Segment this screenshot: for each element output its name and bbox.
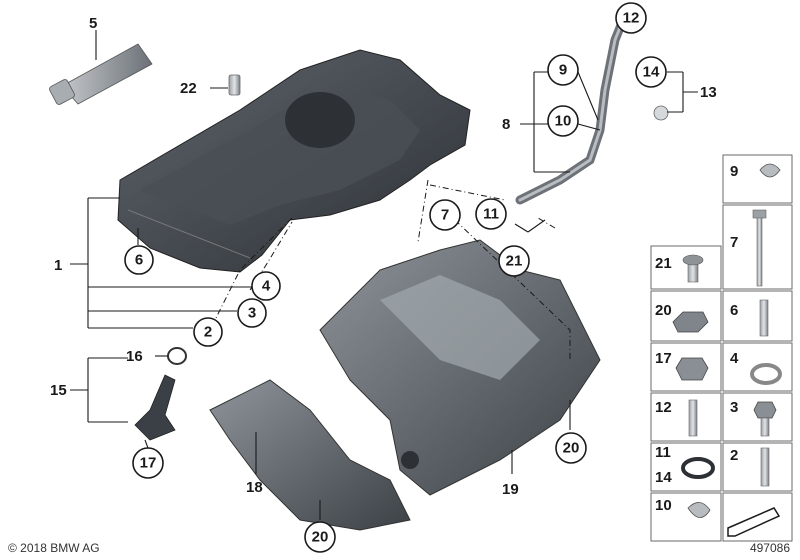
copyright-text: © 2018 BMW AG <box>8 541 100 555</box>
legend-7: 7 <box>730 234 738 251</box>
callout-16: 16 <box>126 348 143 365</box>
clip-icon <box>759 163 781 178</box>
legend-2: 2 <box>730 447 738 464</box>
callout-7: 7 <box>441 207 449 224</box>
legend-12: 12 <box>655 399 672 416</box>
circled-callouts: 6 4 3 2 12 9 10 14 7 11 21 17 20 20 <box>124 2 667 553</box>
callout-20-lower: 20 <box>312 529 329 546</box>
callout-13: 13 <box>700 84 717 101</box>
bolt-12-icon <box>688 399 698 437</box>
arrow-icon <box>727 507 781 537</box>
sealant-tube-illustration <box>49 43 153 105</box>
lower-shield-illustration <box>209 379 411 531</box>
callout-21: 21 <box>506 253 523 270</box>
diagram-number: 497086 <box>750 541 790 555</box>
callout-5: 5 <box>89 15 97 32</box>
callout-22: 22 <box>180 80 197 97</box>
callout-15: 15 <box>50 382 67 399</box>
oil-sump-illustration <box>117 49 471 273</box>
callout-12: 12 <box>623 10 640 27</box>
legend-9: 9 <box>730 163 738 180</box>
callout-20-shield: 20 <box>563 440 580 457</box>
nut-20-icon <box>672 311 709 333</box>
callout-18: 18 <box>246 479 263 496</box>
engine-shield-illustration <box>319 239 601 496</box>
callout-2: 2 <box>204 324 212 341</box>
plain-labels: 5 22 1 8 13 16 15 18 19 <box>50 15 717 498</box>
legend-4: 4 <box>730 350 739 367</box>
legend-17: 17 <box>655 350 672 367</box>
plug-3-icon <box>753 401 777 419</box>
callout-1: 1 <box>54 257 62 274</box>
legend-21: 21 <box>655 255 672 272</box>
callout-6: 6 <box>135 252 143 269</box>
dowel-sleeve-illustration <box>228 74 241 96</box>
legend-20: 20 <box>655 302 672 319</box>
callout-10: 10 <box>555 113 572 130</box>
callout-19: 19 <box>502 481 519 498</box>
callout-4: 4 <box>262 278 271 295</box>
legend-3: 3 <box>730 399 738 416</box>
legend-6: 6 <box>730 302 738 319</box>
callout-11: 11 <box>483 206 499 223</box>
legend-11: 11 <box>655 444 671 461</box>
callout-9: 9 <box>559 62 567 79</box>
callout-17: 17 <box>140 455 157 472</box>
callout-8: 8 <box>502 116 510 133</box>
washer-4-icon <box>750 363 782 385</box>
callout-3: 3 <box>248 305 256 322</box>
nut-17-icon <box>675 357 709 381</box>
legend-14: 14 <box>655 469 672 486</box>
small-parts-legend: 9 7 21 20 6 17 4 12 3 11 14 2 10 <box>650 154 793 542</box>
stud-2-icon <box>760 447 770 487</box>
clip-10-icon <box>687 502 711 518</box>
seal-ring-icon <box>681 457 715 479</box>
callout-14: 14 <box>643 64 660 81</box>
long-bolt-icon <box>756 211 763 287</box>
bolt-6-icon <box>759 299 769 337</box>
leader-lines <box>70 17 698 520</box>
legend-10: 10 <box>655 497 672 514</box>
